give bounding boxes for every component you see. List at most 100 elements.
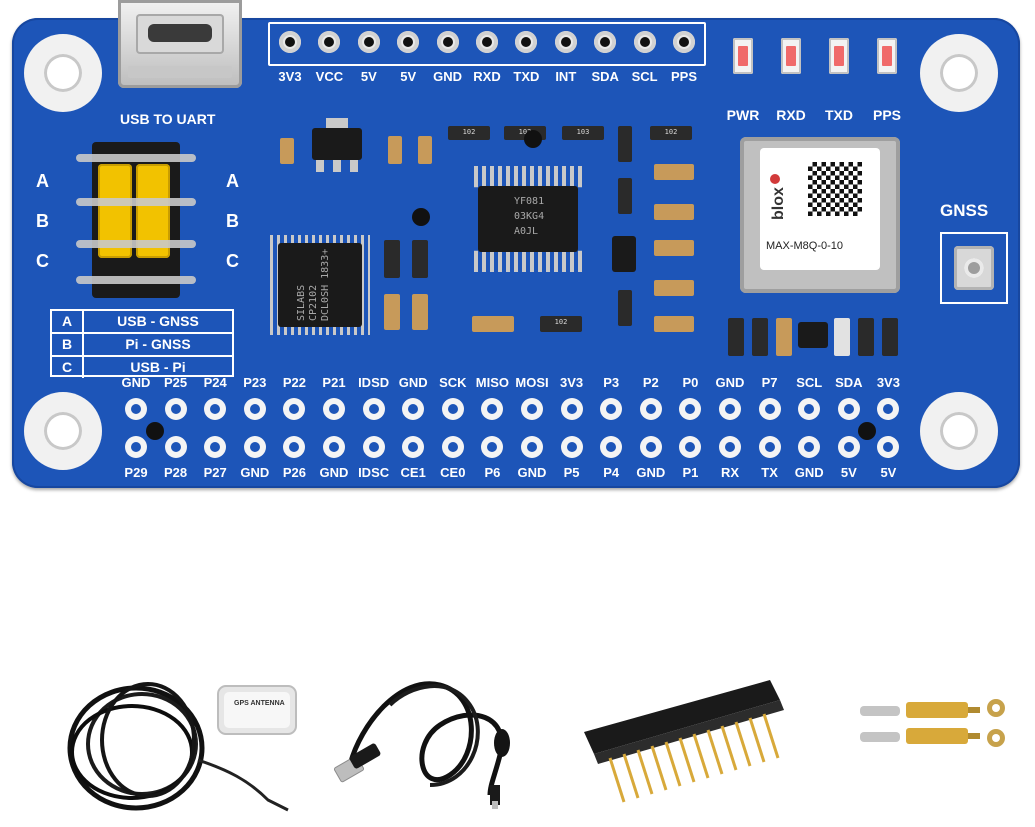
gnss-module-label: blox MAX-M8Q-0-10 xyxy=(760,148,880,270)
header-pad xyxy=(397,31,420,53)
gpio-pad xyxy=(164,436,187,458)
resistor xyxy=(618,290,632,326)
header-pad xyxy=(436,31,459,53)
gpio-pin-label-bottom: TX xyxy=(761,465,778,480)
gpio-pad xyxy=(243,436,266,458)
resistor xyxy=(858,318,874,356)
gpio-pad xyxy=(837,398,860,420)
usb-bridge-chip-marking: SILABS CP2102 DCL0SH 1833+ xyxy=(296,248,331,321)
header-pin-label: SDA xyxy=(591,69,619,84)
jumper-row-c: C USB - Pi xyxy=(52,357,232,378)
via-hole xyxy=(858,422,876,440)
capacitor xyxy=(418,136,432,164)
jumper-mode: Pi - GNSS xyxy=(125,336,191,352)
mounting-hole-top-left xyxy=(24,34,102,112)
status-led-label: PWR xyxy=(726,107,760,123)
gpio-pin-label-bottom: CE1 xyxy=(400,465,426,480)
jumper-letter-right: C xyxy=(226,251,239,271)
gpio-pad xyxy=(600,436,623,458)
gpio-pin-label-top: P23 xyxy=(243,375,267,390)
capacitor xyxy=(654,240,694,256)
header-pin-label: INT xyxy=(555,69,577,84)
gpio-pin-label-bottom: P6 xyxy=(484,465,501,480)
gpio-pin-label-top: MOSI xyxy=(515,375,549,390)
capacitor xyxy=(654,280,694,296)
gpio-pin-label-top: SCL xyxy=(796,375,823,390)
gpio-pad xyxy=(125,436,147,458)
gpio-pin-label-bottom: P29 xyxy=(124,465,148,480)
status-led-label: TXD xyxy=(825,107,853,123)
transistor xyxy=(612,236,636,272)
header-pin-label: GND xyxy=(433,69,463,84)
gpio-pad xyxy=(837,436,860,458)
gpio-pin-label-top: 3V3 xyxy=(560,375,584,390)
gpio-pad xyxy=(323,436,345,458)
voltage-regulator xyxy=(312,118,362,174)
gpio-pad xyxy=(798,398,821,420)
mounting-hole-bottom-left xyxy=(24,392,102,470)
top-header-frame xyxy=(268,22,706,66)
qr-code xyxy=(808,162,862,216)
resistor: 102 xyxy=(448,126,490,140)
capacitor xyxy=(776,318,792,356)
gpio-pad xyxy=(125,398,147,420)
mounting-hole-top-right xyxy=(920,34,998,112)
via-hole xyxy=(146,422,164,440)
gpio-pad xyxy=(877,436,900,458)
resistor: 103 xyxy=(562,126,604,140)
jumper-letter-left: A xyxy=(36,171,49,191)
gpio-pad xyxy=(719,398,741,420)
jumper-mode: USB - GNSS xyxy=(117,313,199,329)
pin-header-drawing xyxy=(584,680,784,803)
standoffs-drawing xyxy=(860,699,1005,747)
header-pad xyxy=(673,31,695,53)
jumper-row-b: B Pi - GNSS xyxy=(52,334,232,357)
gpio-pin-label-bottom: GND xyxy=(240,465,270,480)
gpio-pad xyxy=(481,436,504,458)
standoffs-accessory xyxy=(856,694,1016,758)
gpio-pad xyxy=(560,436,583,458)
diode xyxy=(798,322,828,348)
status-led xyxy=(733,38,753,74)
gpio-pin-label-bottom: GND xyxy=(794,465,824,480)
gpio-pin-label-top: P2 xyxy=(642,375,659,390)
resistor xyxy=(618,178,632,214)
gpio-pad xyxy=(481,398,504,420)
gpio-pad xyxy=(441,398,464,420)
via-hole xyxy=(412,208,430,226)
gpio-pad xyxy=(798,436,821,458)
gpio-pad xyxy=(362,398,385,420)
usb-to-uart-label: USB TO UART xyxy=(120,111,216,127)
gpio-pin-label-bottom: P28 xyxy=(164,465,188,480)
gpio-pin-label-top: GND xyxy=(121,375,151,390)
level-shifter-chip: YF081 03KG4 A0JL xyxy=(474,166,582,272)
gpio-pin-label-top: SCK xyxy=(439,375,467,390)
jumper-key: A xyxy=(52,311,84,332)
status-led xyxy=(781,38,801,74)
resistor: 102 xyxy=(540,316,582,332)
gpio-pad xyxy=(877,398,900,420)
header-pin-label: 3V3 xyxy=(278,69,302,84)
gpio-pin-label-bottom: P1 xyxy=(682,465,699,480)
jumper-key: C xyxy=(52,357,84,378)
header-pad xyxy=(515,31,538,53)
header-pin-label: VCC xyxy=(315,69,344,84)
header-pin-label: 5V xyxy=(400,69,417,84)
gpio-pin-label-bottom: P4 xyxy=(603,465,620,480)
usb-cable-accessory xyxy=(330,665,530,815)
jumper-letter-left: C xyxy=(36,251,49,271)
gpio-pad xyxy=(441,436,464,458)
gpio-pad xyxy=(679,436,702,458)
gpio-pad xyxy=(204,398,227,420)
gpio-pad xyxy=(362,436,385,458)
header-pad xyxy=(357,31,380,53)
antenna-cable-drawing xyxy=(67,682,297,812)
capacitor xyxy=(654,164,694,180)
via-hole xyxy=(524,130,542,148)
capacitor xyxy=(834,318,850,356)
gpio-pad xyxy=(243,398,266,420)
gpio-pin-label-top: GND xyxy=(715,375,745,390)
gpio-pin-label-bottom: P26 xyxy=(282,465,306,480)
resistor xyxy=(752,318,768,356)
gpio-pad xyxy=(758,436,781,458)
